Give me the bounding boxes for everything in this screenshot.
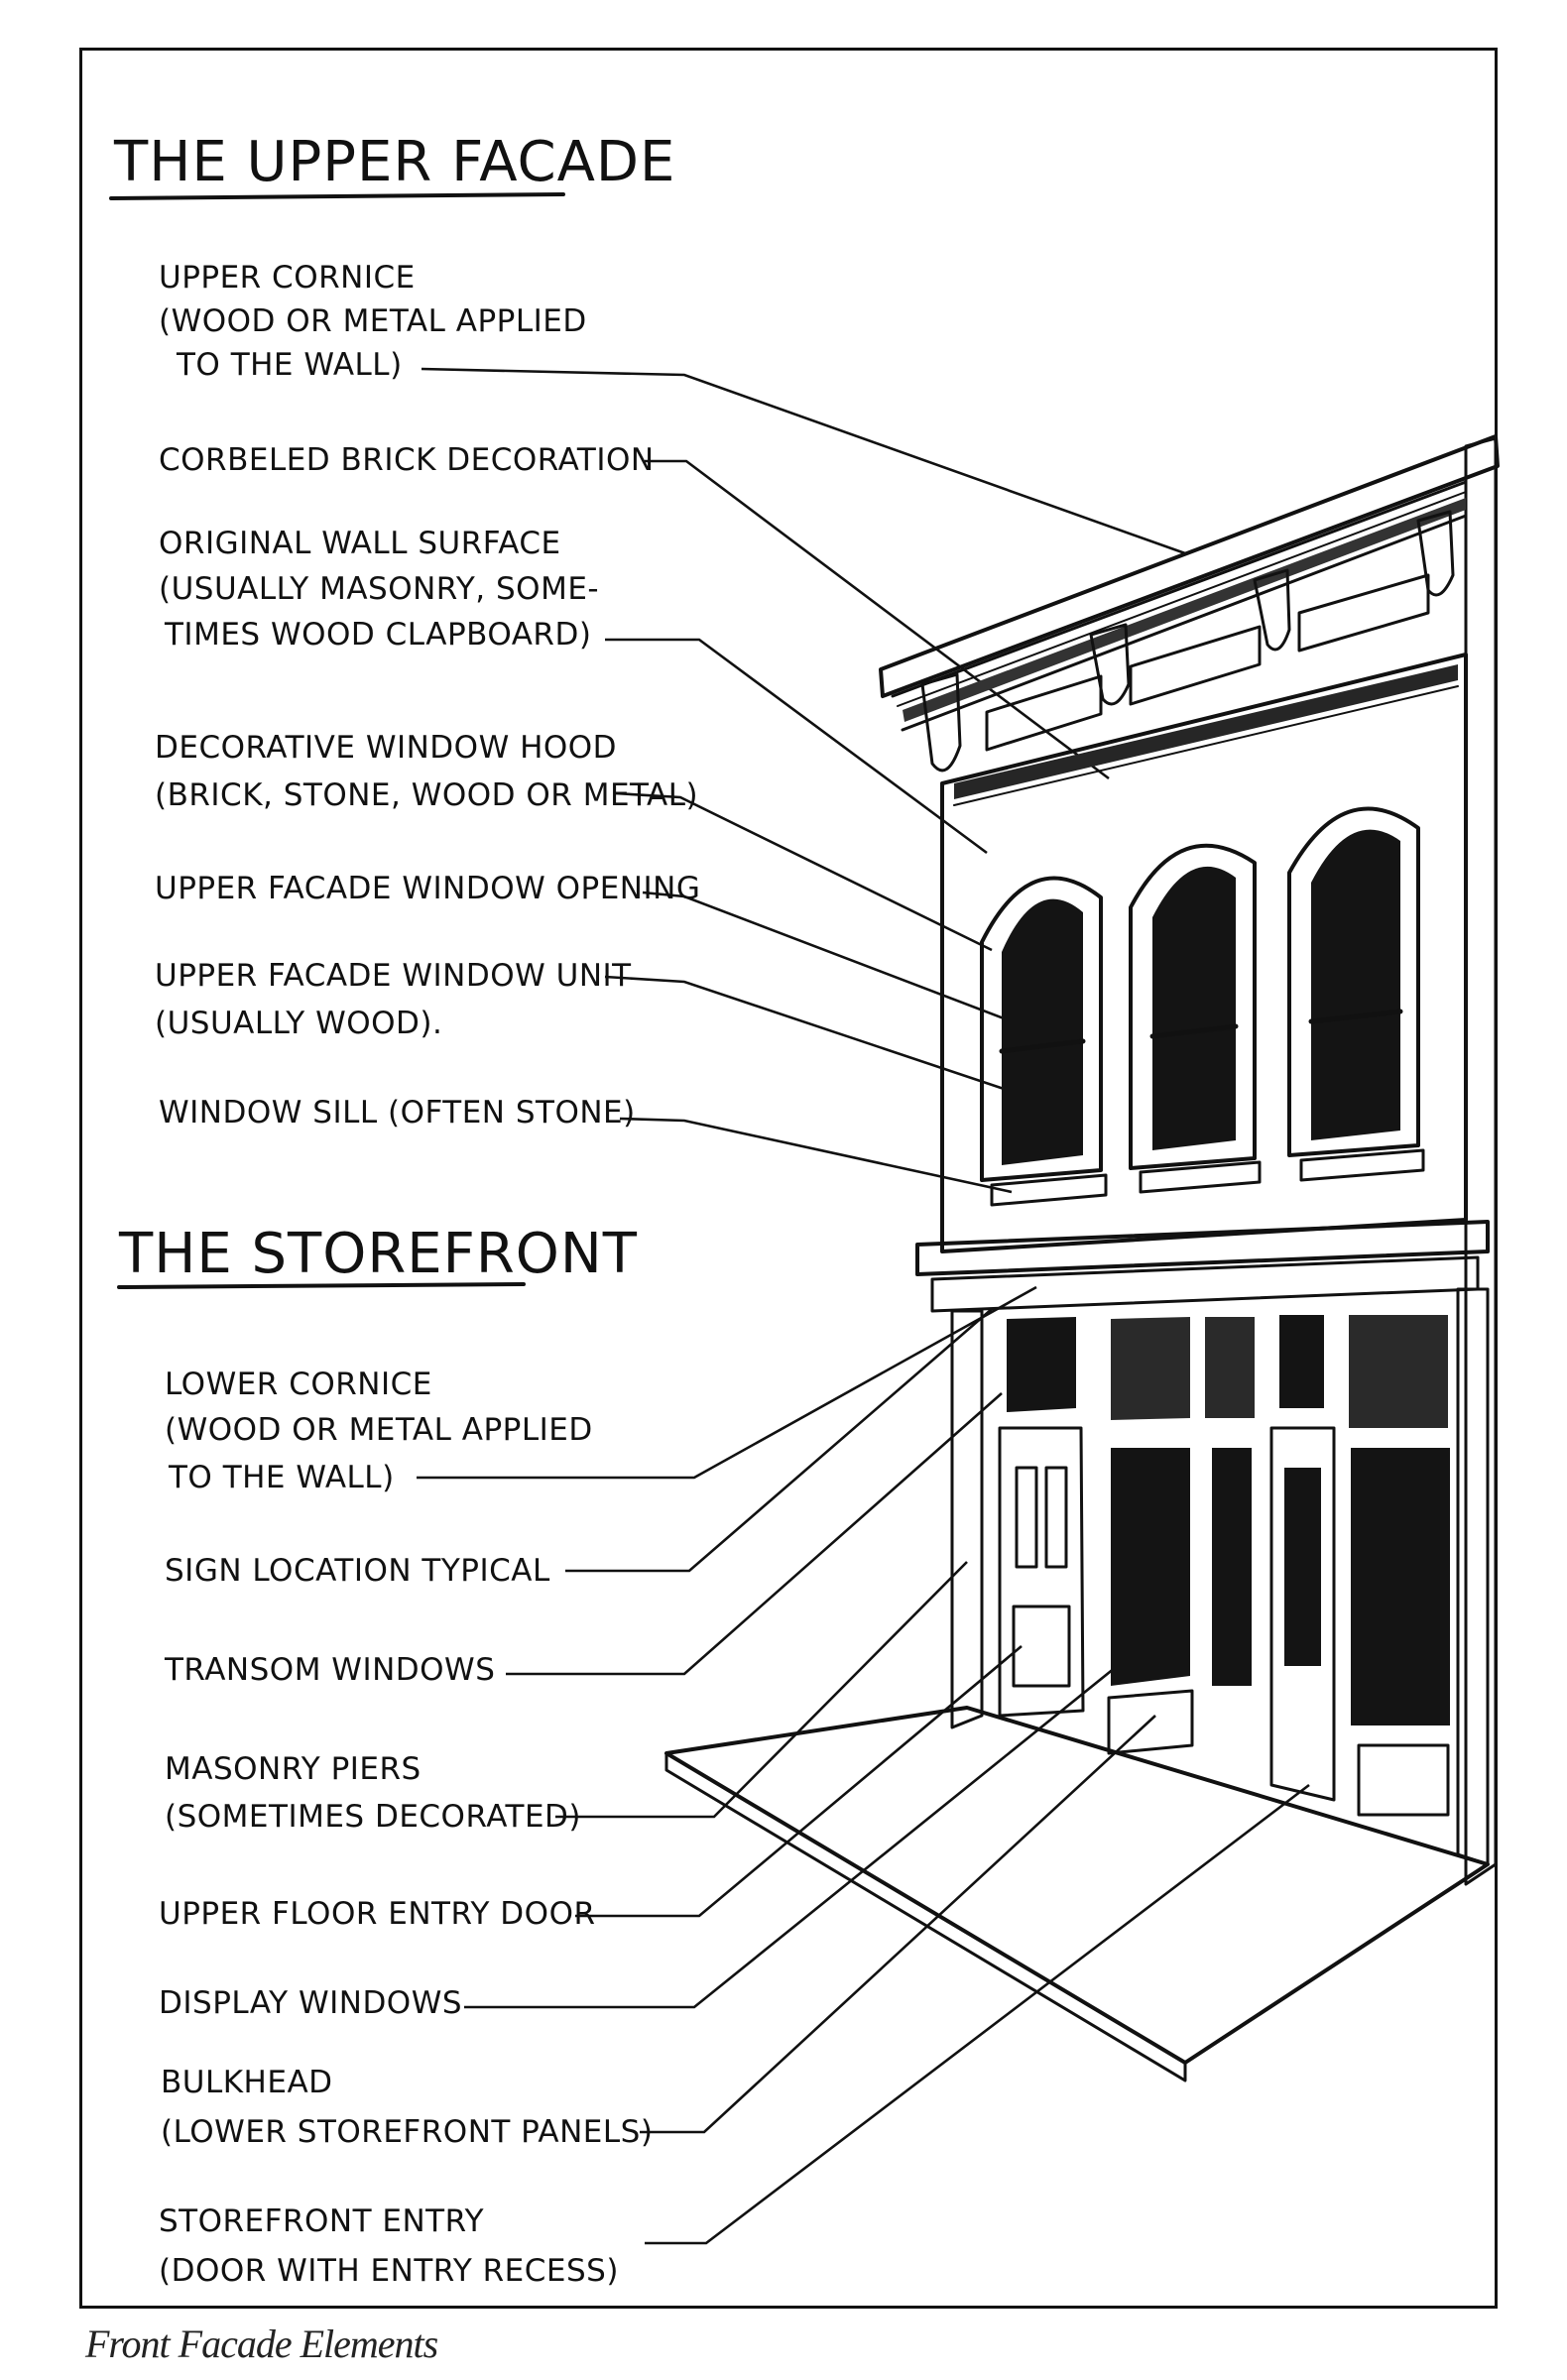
- leader-lower-cornice: [417, 1285, 1037, 1480]
- svg-text:ORIGINAL WALL SURFACE: ORIGINAL WALL SURFACE: [159, 526, 561, 561]
- svg-text:(BRICK, STONE, WOOD OR METAL): (BRICK, STONE, WOOD OR METAL): [155, 777, 698, 813]
- leader-upper-entry: [575, 1645, 1023, 1918]
- leader-upper-cornice: [421, 367, 1186, 555]
- leader-corbeled-brick: [645, 459, 1110, 780]
- label-lower-cornice: LOWER CORNICE (WOOD OR METAL APPLIED TO …: [165, 1367, 593, 1495]
- svg-text:TRANSOM WINDOWS: TRANSOM WINDOWS: [164, 1652, 495, 1688]
- svg-text:MASONRY PIERS: MASONRY PIERS: [165, 1751, 422, 1787]
- upper-window-3: [1287, 806, 1425, 1182]
- label-window-hood: DECORATIVE WINDOW HOOD (BRICK, STONE, WO…: [155, 730, 698, 813]
- label-masonry-piers: MASONRY PIERS (SOMETIMES DECORATED): [165, 1751, 581, 1835]
- label-sign-location: SIGN LOCATION TYPICAL: [165, 1553, 550, 1589]
- svg-text:CORBELED BRICK DECORATION: CORBELED BRICK DECORATION: [159, 442, 655, 478]
- leader-bulkhead: [640, 1715, 1156, 2134]
- bulkhead-panel-left: [1107, 1689, 1194, 1755]
- leader-masonry-piers: [555, 1561, 968, 1819]
- label-window-unit: UPPER FACADE WINDOW UNIT (USUALLY WOOD).: [155, 958, 632, 1041]
- leader-window-unit: [604, 975, 1023, 1097]
- svg-text:(WOOD OR METAL APPLIED: (WOOD OR METAL APPLIED: [159, 303, 587, 339]
- label-transom: TRANSOM WINDOWS: [164, 1652, 495, 1688]
- bulkhead-panel-right: [1357, 1743, 1450, 1817]
- svg-text:(WOOD OR METAL APPLIED: (WOOD OR METAL APPLIED: [165, 1412, 593, 1448]
- label-display-windows: DISPLAY WINDOWS: [159, 1985, 462, 2021]
- svg-text:UPPER CORNICE: UPPER CORNICE: [159, 260, 416, 296]
- label-wall-surface: ORIGINAL WALL SURFACE (USUALLY MASONRY, …: [159, 526, 599, 653]
- svg-text:(USUALLY MASONRY, SOME-: (USUALLY MASONRY, SOME-: [159, 571, 599, 607]
- svg-text:TO THE WALL): TO THE WALL): [168, 1460, 395, 1495]
- svg-text:(LOWER STOREFRONT PANELS): (LOWER STOREFRONT PANELS): [161, 2114, 653, 2150]
- building-facade: [664, 434, 1500, 2082]
- svg-text:STOREFRONT ENTRY: STOREFRONT ENTRY: [159, 2203, 484, 2239]
- svg-text:UPPER FLOOR ENTRY DOOR: UPPER FLOOR ENTRY DOOR: [159, 1896, 596, 1932]
- upper-facade-heading-text: THE UPPER FACADE: [113, 130, 675, 194]
- storefront-heading-text: THE STOREFRONT: [118, 1222, 638, 1286]
- svg-text:(USUALLY WOOD).: (USUALLY WOOD).: [155, 1006, 442, 1041]
- lower-cornice-drawing: [915, 1220, 1490, 1313]
- leader-wall-surface: [605, 638, 988, 855]
- label-storefront-entry: STOREFRONT ENTRY (DOOR WITH ENTRY RECESS…: [159, 2203, 619, 2289]
- upper-window-2: [1129, 843, 1262, 1194]
- label-window-sill: WINDOW SILL (OFTEN STONE): [159, 1095, 636, 1130]
- leader-sign-location: [565, 1308, 993, 1573]
- leader-window-hood: [614, 791, 993, 952]
- storefront-drawing: [950, 1287, 1490, 1866]
- svg-text:(DOOR WITH ENTRY RECESS): (DOOR WITH ENTRY RECESS): [159, 2253, 619, 2289]
- svg-text:SIGN LOCATION TYPICAL: SIGN LOCATION TYPICAL: [165, 1553, 550, 1589]
- leader-storefront-entry: [645, 1783, 1310, 2245]
- label-upper-cornice: UPPER CORNICE (WOOD OR METAL APPLIED TO …: [159, 260, 587, 383]
- svg-text:WINDOW SILL (OFTEN STONE): WINDOW SILL (OFTEN STONE): [159, 1095, 636, 1130]
- svg-text:TO THE WALL): TO THE WALL): [176, 347, 403, 383]
- sidewalk: [664, 1706, 1490, 2065]
- svg-text:TIMES WOOD CLAPBOARD): TIMES WOOD CLAPBOARD): [164, 617, 591, 653]
- leader-lines: [417, 367, 1310, 2245]
- svg-text:DECORATIVE WINDOW HOOD: DECORATIVE WINDOW HOOD: [155, 730, 617, 766]
- svg-text:LOWER CORNICE: LOWER CORNICE: [165, 1367, 432, 1402]
- label-corbeled-brick: CORBELED BRICK DECORATION: [159, 442, 655, 478]
- svg-text:UPPER FACADE WINDOW OPENING: UPPER FACADE WINDOW OPENING: [155, 871, 700, 906]
- storefront-heading: THE STOREFRONT: [117, 1222, 638, 1289]
- upper-cornice-drawing: [879, 434, 1500, 806]
- upper-window-1: [980, 876, 1108, 1207]
- label-upper-entry: UPPER FLOOR ENTRY DOOR: [159, 1896, 596, 1932]
- upper-wall: [940, 653, 1468, 1253]
- label-window-opening: UPPER FACADE WINDOW OPENING: [155, 871, 700, 906]
- leader-window-opening: [642, 891, 1013, 1023]
- svg-text:BULKHEAD: BULKHEAD: [161, 2065, 333, 2100]
- figure-caption: Front Facade Elements: [85, 2321, 438, 2366]
- svg-text:(SOMETIMES DECORATED): (SOMETIMES DECORATED): [165, 1799, 581, 1835]
- label-bulkhead: BULKHEAD (LOWER STOREFRONT PANELS): [161, 2065, 653, 2150]
- leader-display-windows: [464, 1649, 1137, 2009]
- svg-text:UPPER FACADE WINDOW UNIT: UPPER FACADE WINDOW UNIT: [155, 958, 632, 994]
- leader-window-sill: [619, 1117, 1013, 1194]
- upper-facade-heading: THE UPPER FACADE: [109, 130, 675, 200]
- svg-text:DISPLAY WINDOWS: DISPLAY WINDOWS: [159, 1985, 462, 2021]
- leader-transom: [506, 1392, 1003, 1676]
